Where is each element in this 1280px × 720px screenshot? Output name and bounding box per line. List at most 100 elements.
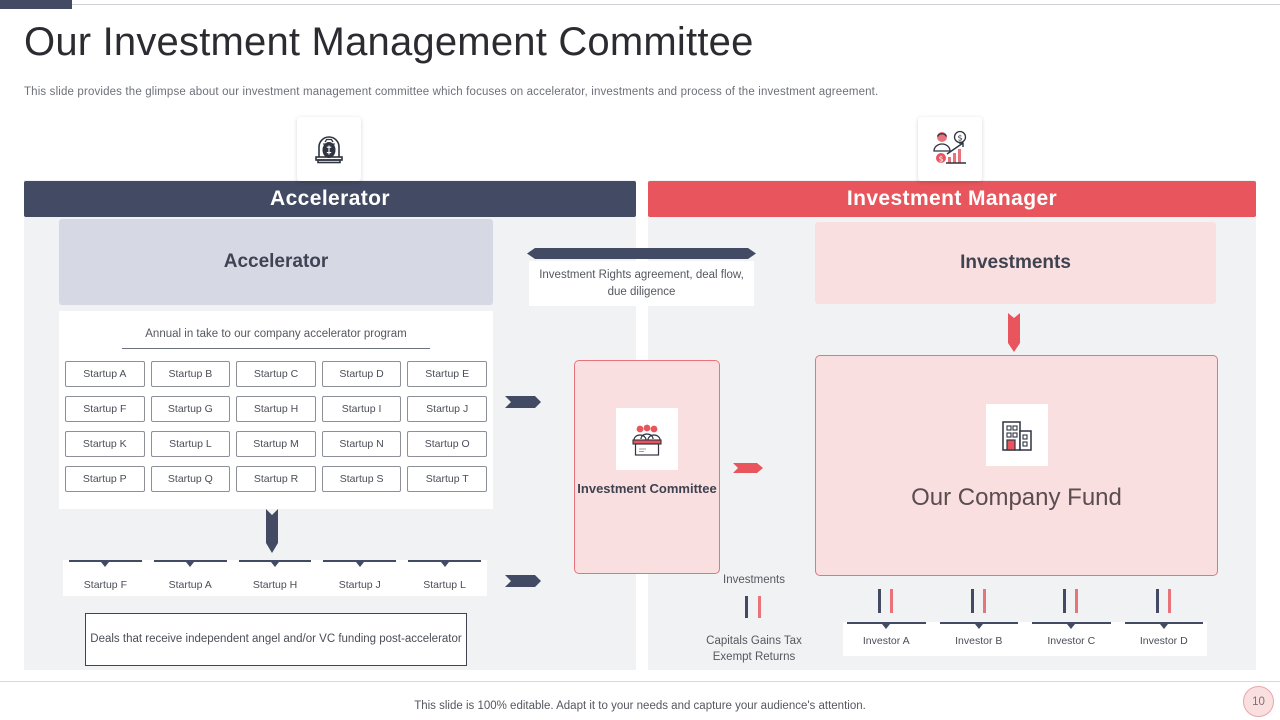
startups-to-committee-arrow-icon <box>505 393 547 411</box>
selected-startup-bar <box>408 560 481 563</box>
startup-chip[interactable]: Startup D <box>321 361 402 387</box>
startup-chip[interactable]: Startup S <box>321 466 402 492</box>
chevron-down-icon <box>1067 624 1076 629</box>
investor-flow-bars-icon <box>967 589 991 613</box>
footer-divider <box>0 681 1280 682</box>
startup-chip[interactable]: Startup L <box>150 431 231 457</box>
investor-label: Investor B <box>955 635 1003 647</box>
company-fund-label: Our Company Fund <box>911 484 1122 511</box>
startup-chip[interactable]: Startup K <box>65 431 145 457</box>
page-title: Our Investment Management Committee <box>24 20 754 64</box>
investor-bar <box>847 622 926 625</box>
investor-label: Investor A <box>862 635 910 647</box>
chevron-down-icon <box>186 562 195 567</box>
investments-box: Investments <box>815 222 1216 304</box>
startup-chip[interactable]: Startup G <box>150 396 231 422</box>
capital-gains-bars-icon <box>742 596 766 618</box>
selected-startup-item[interactable]: Startup J <box>317 560 402 596</box>
investment-manager-header-label: Investment Manager <box>846 187 1058 210</box>
selected-to-committee-arrow-icon <box>505 572 547 590</box>
selected-startup-bar <box>153 560 227 563</box>
startup-chip[interactable]: Startup E <box>407 361 487 387</box>
startup-chip[interactable]: Startup C <box>236 361 316 387</box>
top-divider-rule <box>72 4 1280 5</box>
selected-startup-label: Startup J <box>338 579 381 591</box>
investor-flow-bars-icon <box>874 589 898 613</box>
capital-gains-label: Capitals Gains Tax Exempt Returns <box>706 635 802 664</box>
investor-growth-chart-icon: $ $ <box>929 126 971 173</box>
committee-to-fund-arrow-icon <box>733 460 767 476</box>
investor-item[interactable]: Investor C <box>1025 589 1118 661</box>
startup-chip[interactable]: Startup N <box>321 431 402 457</box>
investor-item[interactable]: Investor D <box>1118 589 1211 661</box>
accelerator-header-label: Accelerator <box>270 187 390 210</box>
money-bag-dome-icon-tile <box>297 117 361 181</box>
investments-flow-label: Investments <box>723 574 785 586</box>
selected-startup-label: Startup A <box>168 579 212 591</box>
startup-chip[interactable]: Startup F <box>65 396 145 422</box>
startup-chip[interactable]: Startup P <box>65 466 145 492</box>
deals-note-box: Deals that receive independent angel and… <box>85 613 467 666</box>
investor-item[interactable]: Investor B <box>933 589 1026 661</box>
investor-item[interactable]: Investor A <box>840 589 933 661</box>
page-number-badge: 10 <box>1243 686 1274 717</box>
investor-bar <box>939 622 1018 625</box>
investor-growth-chart-icon-tile: $ $ <box>918 117 982 181</box>
startup-chip[interactable]: Startup J <box>407 396 487 422</box>
money-bag-dome-icon <box>309 127 349 172</box>
selected-startup-label: Startup H <box>252 579 298 591</box>
company-fund-box: Our Company Fund <box>815 355 1218 576</box>
accelerator-box-label: Accelerator <box>223 251 329 272</box>
top-accent-bar <box>0 0 72 9</box>
selected-startup-bar <box>238 560 312 563</box>
office-building-icon <box>985 404 1048 466</box>
chevron-down-icon <box>270 562 279 567</box>
svg-text:$: $ <box>957 133 962 142</box>
selected-startup-label: Startup L <box>423 579 466 591</box>
selected-startup-bar <box>69 560 142 563</box>
chevron-down-icon <box>355 562 364 567</box>
investor-row-background <box>843 622 1207 656</box>
investment-rights-text: Investment Rights agreement, deal flow, … <box>539 268 744 298</box>
deals-note-text: Deals that receive independent angel and… <box>90 633 462 646</box>
selected-startup-item[interactable]: Startup H <box>233 560 318 596</box>
investments-box-label: Investments <box>960 252 1071 273</box>
accelerator-down-arrow-icon <box>262 509 282 555</box>
investor-label: Investor D <box>1139 635 1188 647</box>
page-number-label: 10 <box>1252 695 1265 708</box>
accelerator-box: Accelerator <box>59 219 493 305</box>
investment-rights-double-arrow-icon <box>527 246 756 259</box>
startup-chip[interactable]: Startup B <box>150 361 231 387</box>
annual-intake-underline <box>122 348 430 350</box>
startup-chip[interactable]: Startup R <box>236 466 316 492</box>
investment-rights-box: Investment Rights agreement, deal flow, … <box>529 261 754 306</box>
startup-chip[interactable]: Startup H <box>236 396 316 422</box>
startup-chip[interactable]: Startup A <box>65 361 145 387</box>
chevron-down-icon <box>440 562 449 567</box>
startup-chip[interactable]: Startup I <box>321 396 402 422</box>
startup-intake-card: Annual in take to our company accelerato… <box>59 311 493 509</box>
chevron-down-icon <box>974 624 983 629</box>
investment-manager-panel-header: Investment Manager <box>648 181 1256 217</box>
selected-startup-item[interactable]: Startup F <box>63 560 148 596</box>
selected-startup-label: Startup F <box>83 579 127 591</box>
selected-startup-item[interactable]: Startup A <box>148 560 233 596</box>
investment-committee-box: Investment Committee <box>574 360 720 574</box>
startup-chip[interactable]: Startup Q <box>150 466 231 492</box>
startup-chip[interactable]: Startup O <box>407 431 487 457</box>
investment-committee-label: Investment Committee <box>577 481 717 496</box>
investor-flow-bars-icon <box>1059 589 1083 613</box>
investor-row: Investor A Investor B Investor C Investor D <box>840 589 1210 661</box>
investor-bar <box>1032 622 1111 625</box>
chevron-down-icon <box>1159 624 1168 629</box>
investor-bar <box>1124 622 1203 625</box>
startup-chip[interactable]: Startup T <box>407 466 487 492</box>
selected-startup-item[interactable]: Startup L <box>402 560 487 596</box>
svg-text:$: $ <box>938 154 943 163</box>
selected-startups-row: Startup F Startup A Startup H Startup J Star… <box>63 560 487 596</box>
chevron-down-icon <box>101 562 110 567</box>
startup-chip[interactable]: Startup M <box>236 431 316 457</box>
selected-startup-bar <box>323 560 397 563</box>
chevron-down-icon <box>882 624 891 629</box>
